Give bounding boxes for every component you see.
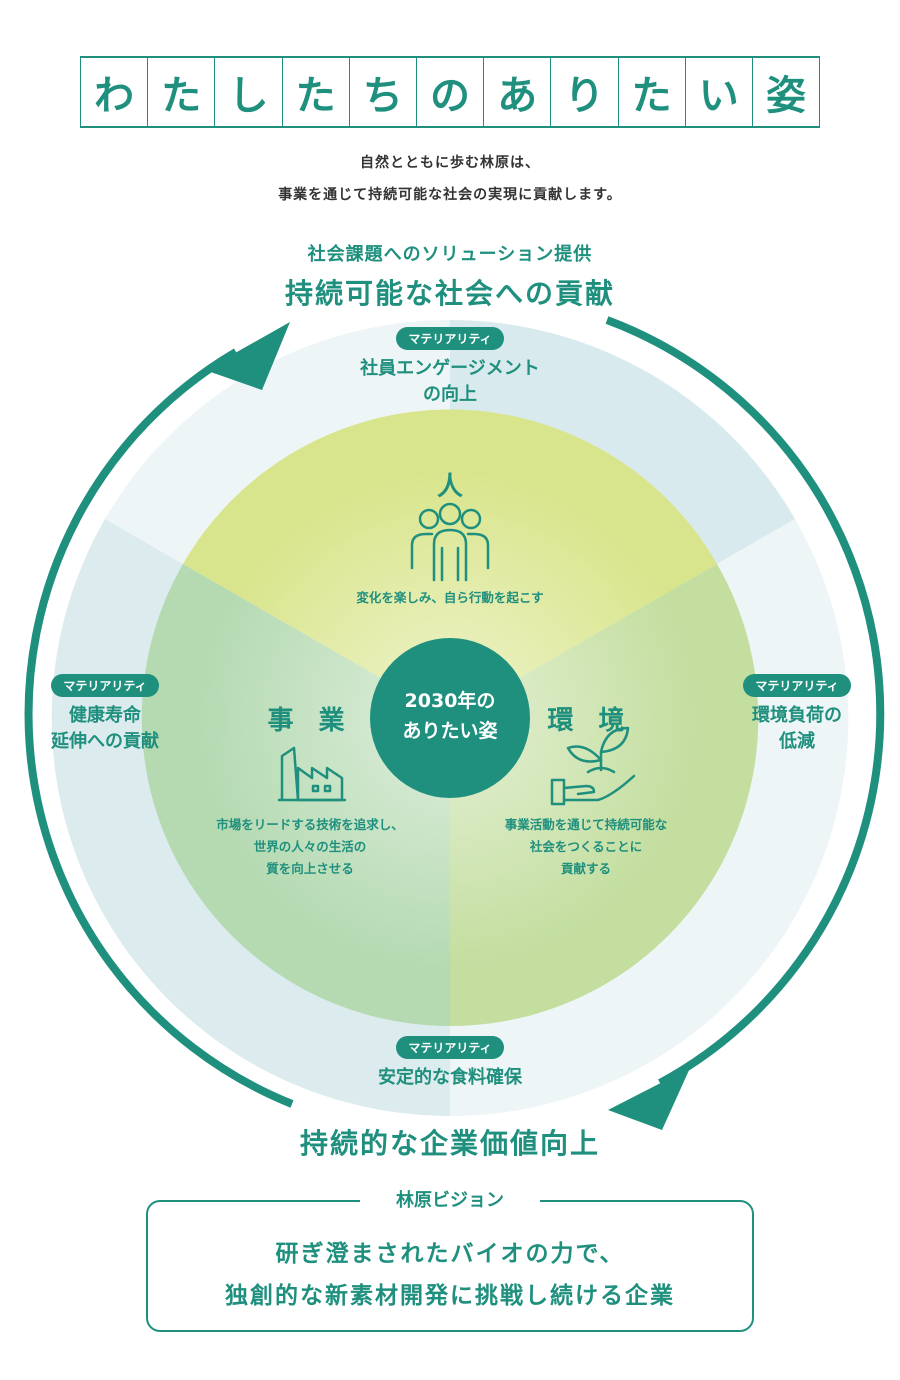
sector-environment-desc-line1: 事業活動を通じて持続可能な [504, 817, 668, 832]
center-label: 2030年の ありたい姿 [370, 686, 530, 746]
factory-icon [278, 746, 346, 802]
materiality-left-line1: 健康寿命 [69, 705, 141, 726]
intro-line-2: 事業を通じて持続可能な社会の実現に貢献します。 [278, 187, 622, 203]
title-char: 姿 [753, 58, 821, 126]
center-circle [370, 638, 530, 798]
title-char: わ [80, 58, 149, 126]
title-char: り [551, 58, 619, 126]
title-char: た [619, 58, 686, 126]
top-heading: 持続可能な社会への貢献 [284, 277, 615, 310]
center-line1: 2030年の [404, 690, 496, 712]
materiality-left-line2: 延伸への貢献 [51, 731, 159, 752]
materiality-top-line2: の向上 [423, 384, 477, 405]
sector-environment-title: 環 境 [547, 706, 633, 736]
title-char: し [215, 58, 283, 126]
plant-in-hand-icon [550, 726, 636, 806]
center-line2: ありたい姿 [402, 720, 498, 742]
title-char: た [283, 58, 350, 126]
sector-business-desc: 市場をリードする技術を追求し、 世界の人々の生活の 質を向上させる [190, 814, 430, 880]
materiality-left: マテリアリティ 健康寿命 延伸への貢献 [20, 674, 190, 755]
people-group-icon [410, 502, 490, 582]
sector-people-desc: 変化を楽しみ、自ら行動を起こす [356, 590, 544, 605]
materiality-right-line1: 環境負荷の [752, 705, 842, 726]
sector-people-title: 人 [436, 472, 463, 502]
materiality-top-line1: 社員エンゲージメント [360, 358, 540, 379]
materiality-pill: マテリアリティ [396, 327, 504, 350]
title-char: た [148, 58, 216, 126]
materiality-top: マテリアリティ 社員エンゲージメント の向上 [350, 327, 550, 408]
top-subtitle: 社会課題へのソリューション提供 [307, 244, 593, 265]
materiality-bottom-line1: 安定的な食料確保 [378, 1067, 522, 1088]
sector-environment-desc-line3: 貢献する [560, 861, 611, 876]
sector-business-desc-line3: 質を向上させる [266, 861, 354, 876]
materiality-pill: マテリアリティ [743, 674, 851, 697]
title-char: あ [484, 58, 552, 126]
arrow-head-bottom-right [608, 1068, 690, 1130]
bottom-heading: 持続的な企業価値向上 [299, 1127, 600, 1160]
vision-line-2: 独創的な新素材開発に挑戦し続ける企業 [225, 1283, 675, 1309]
materiality-pill: マテリアリティ [51, 674, 159, 697]
title-char: い [686, 58, 753, 126]
materiality-right-line2: 低減 [779, 731, 815, 752]
materiality-right: マテリアリティ 環境負荷の 低減 [712, 674, 882, 755]
title-band: わ た し た ち の あ り た い 姿 [80, 56, 821, 128]
sector-business-desc-line2: 世界の人々の生活の [253, 839, 367, 854]
vision-label: 林原ビジョン [360, 1186, 540, 1212]
materiality-pill: マテリアリティ [396, 1036, 504, 1059]
arrow-head-top-left [205, 322, 290, 390]
sector-business-title: 事 業 [267, 706, 353, 736]
cycle-arc-left [24, 348, 294, 1108]
sector-business-desc-line1: 市場をリードする技術を追求し、 [216, 817, 404, 832]
vision-line-1: 研ぎ澄まされたバイオの力で、 [275, 1241, 625, 1267]
title-char: の [417, 58, 485, 126]
sector-environment-desc-line2: 社会をつくることに [529, 839, 643, 854]
intro-line-1: 自然とともに歩む林原は、 [360, 155, 540, 171]
sector-environment-desc: 事業活動を通じて持続可能な 社会をつくることに 貢献する [464, 814, 708, 880]
title-char: ち [350, 58, 417, 126]
materiality-bottom: マテリアリティ 安定的な食料確保 [330, 1036, 570, 1091]
cycle-arc-right [605, 316, 885, 1087]
